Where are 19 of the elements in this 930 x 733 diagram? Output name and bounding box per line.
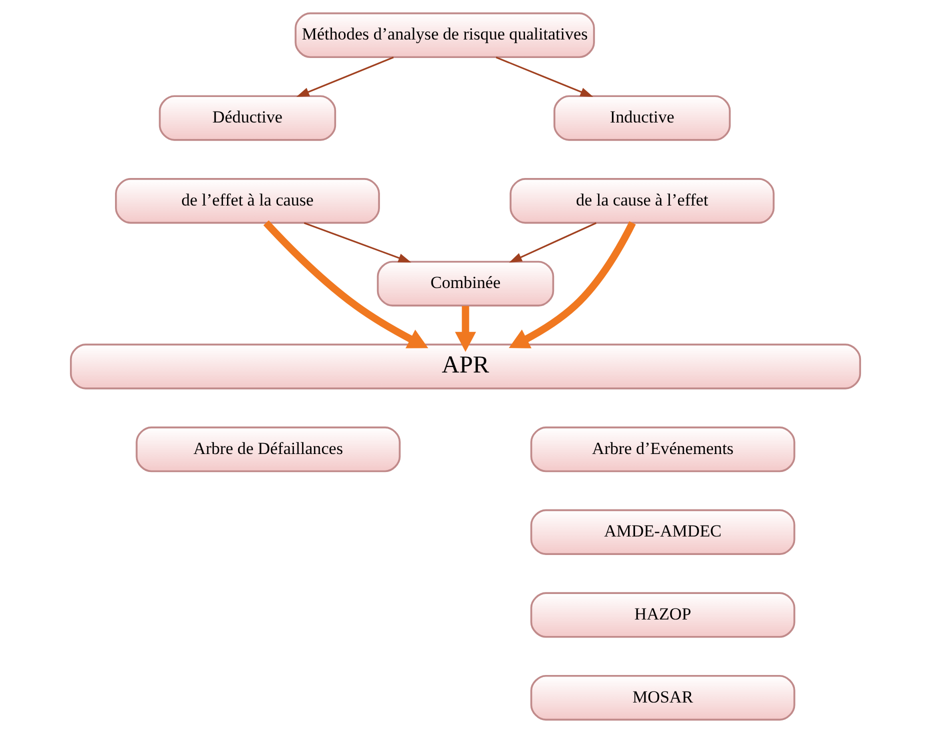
arrow (262, 220, 428, 348)
node-box: de l’effet à la cause (114, 178, 380, 224)
node-box: de la cause à l’effet (509, 178, 774, 224)
arrow (303, 222, 411, 262)
node-box: Méthodes d’analyse de risque qualitatives (294, 12, 594, 58)
node-box: Déductive (158, 95, 336, 141)
node-box: APR (69, 344, 861, 390)
node-box: Combinée (376, 260, 554, 307)
arrow (495, 56, 593, 97)
node-box: Arbre d’Evénements (530, 426, 795, 472)
node-box: HAZOP (530, 592, 795, 638)
arrow (508, 221, 636, 348)
arrow (296, 56, 394, 97)
node-box: MOSAR (530, 674, 795, 721)
arrow (508, 222, 596, 263)
node-box: Inductive (553, 95, 730, 141)
node-box: Arbre de Défaillances (135, 426, 400, 472)
arrow (454, 306, 476, 352)
node-box: AMDE-AMDEC (530, 509, 795, 555)
